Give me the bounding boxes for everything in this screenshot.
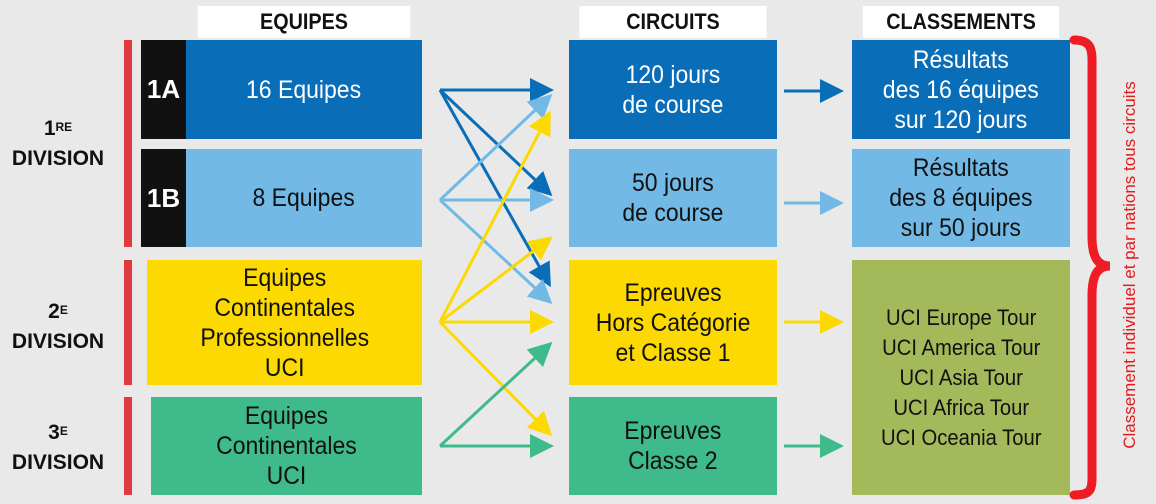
team-1a-text: 16 Equipes [246,75,362,104]
arrow-3-to-hc [438,341,553,448]
classement-2-text: Résultats des 8 équipes sur 50 jours [889,154,1033,242]
classement-2-box: Résultats des 8 équipes sur 50 jours [852,149,1070,247]
team-1b-tag: 1B [141,149,186,247]
arrow-1b-to-hc [438,198,553,305]
circuit-4-text: Epreuves Classe 2 [624,417,722,475]
division-1-word: DIVISION [11,147,105,170]
division-1-bar [124,40,132,247]
division-2-word: DIVISION [11,330,105,353]
circuit-1-box: 120 jours de course [569,40,777,139]
header-classements: CLASSEMENTS [862,6,1060,38]
circuit-1-text: 120 jours de course [622,60,724,119]
circuit-3-text: Epreuves Hors Catégorie et Classe 1 [595,278,751,367]
arrow-1b-to-120 [438,93,553,202]
classement-3-box: UCI Europe Tour UCI America Tour UCI Asi… [852,260,1070,495]
division-3-suffix: E [59,424,68,438]
team-3-text: Equipes Continentales UCI [216,402,357,490]
arrow-1a-to-hc [438,89,551,288]
arrow-2-to-c2 [438,320,553,437]
arrow-2-to-50 [439,236,553,324]
side-label: Classement individuel et par nations tou… [1120,81,1139,449]
team-1b-box: 8 Equipes [186,149,422,247]
arrow-1a-to-50 [438,88,553,197]
division-1-label: 1RE DIVISION [0,114,116,174]
arrow-2-to-120 [438,110,551,323]
classement-3-text: UCI Europe Tour UCI America Tour UCI Asi… [880,304,1042,450]
classement-1-box: Résultats des 16 équipes sur 120 jours [852,40,1070,139]
division-3-bar [124,397,132,495]
division-3-label: 3E DIVISION [0,418,116,478]
team-2-text: Equipes Continentales Professionnelles U… [200,263,369,382]
team-1a-tag: 1A [141,40,186,139]
header-equipes: EQUIPES [197,6,411,38]
team-2-box: Equipes Continentales Professionnelles U… [147,260,422,385]
team-1a-box: 16 Equipes [186,40,422,139]
circuit-4-box: Epreuves Classe 2 [569,397,777,495]
team-1b-text: 8 Equipes [252,184,356,212]
division-2-bar [124,260,132,385]
header-circuits: CIRCUITS [579,6,767,38]
circuit-2-text: 50 jours de course [622,169,724,227]
circuit-2-box: 50 jours de course [569,149,777,247]
division-3-word: DIVISION [11,451,105,474]
division-2-label: 2E DIVISION [0,297,116,357]
team-3-box: Equipes Continentales UCI [151,397,422,495]
division-2-suffix: E [59,303,68,317]
division-1-suffix: RE [55,120,73,134]
division-1-number: 1 [43,117,56,140]
classement-1-text: Résultats des 16 équipes sur 120 jours [882,45,1040,134]
division-2-number: 2 [48,300,60,323]
red-brace [1069,35,1111,500]
division-3-number: 3 [48,421,60,444]
circuit-3-box: Epreuves Hors Catégorie et Classe 1 [569,260,777,385]
